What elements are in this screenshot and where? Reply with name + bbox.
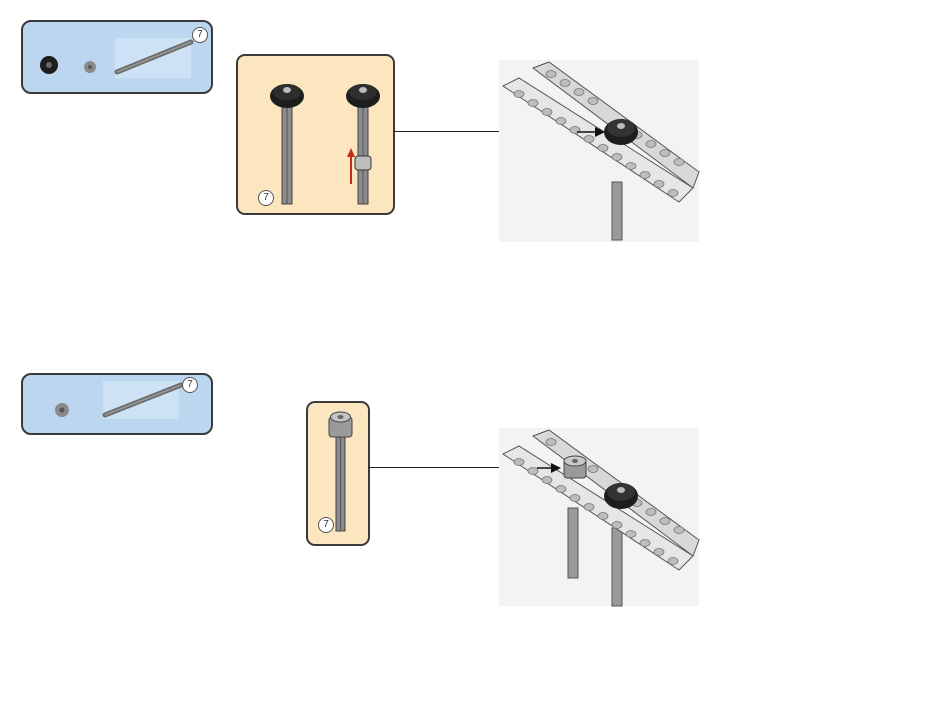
insert-arrow-icon bbox=[537, 462, 563, 474]
bush-icon bbox=[83, 60, 97, 74]
quantity-badge: 7 bbox=[192, 27, 208, 43]
sub-assembly-step-2: 7 bbox=[306, 401, 370, 546]
model-view-step-2 bbox=[499, 428, 699, 606]
axle-7-icon bbox=[115, 36, 195, 76]
gear-8-tooth-icon bbox=[561, 454, 591, 482]
axle-7-icon bbox=[101, 379, 185, 419]
gear-12-tooth-icon bbox=[601, 478, 641, 512]
parts-list-step-1: 7 bbox=[21, 20, 213, 94]
gear-12-tooth-icon bbox=[601, 114, 641, 148]
model-view-step-1 bbox=[499, 60, 699, 242]
gear-12-tooth-icon bbox=[39, 55, 59, 75]
quantity-badge: 7 bbox=[182, 377, 198, 393]
gear-on-axle-with-bush-icon bbox=[344, 78, 384, 208]
sub-assembly-step-1: 7 bbox=[236, 54, 395, 215]
gear-on-axle-icon bbox=[268, 78, 308, 208]
parts-list-step-2: 7 bbox=[21, 373, 213, 435]
quantity-badge: 7 bbox=[318, 517, 334, 533]
insert-arrow-icon bbox=[577, 126, 607, 138]
gear-8-tooth-icon bbox=[53, 401, 71, 419]
push-up-arrow-icon bbox=[346, 148, 356, 188]
twin-beam-icon bbox=[499, 428, 699, 578]
quantity-badge: 7 bbox=[258, 190, 274, 206]
